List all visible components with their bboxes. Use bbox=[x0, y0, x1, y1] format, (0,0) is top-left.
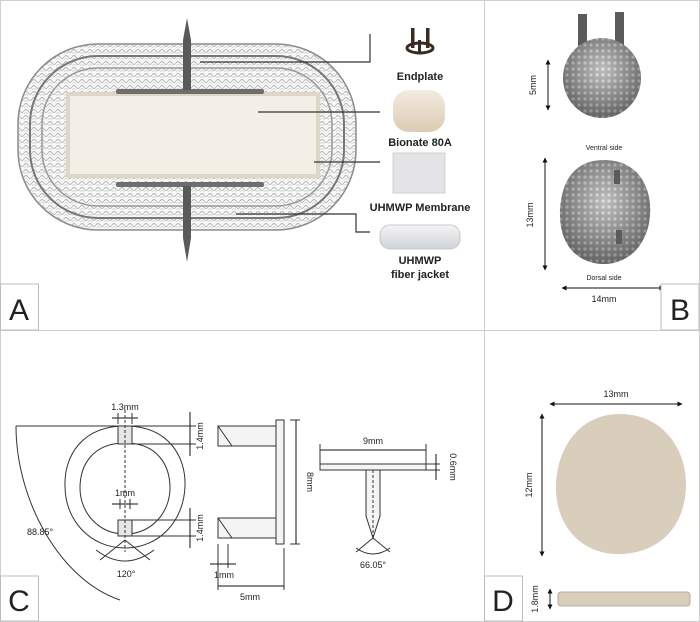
bottom-spike bbox=[183, 186, 191, 262]
panel-a: Endplate Bionate 80A UHMWP Membrane UHMW… bbox=[0, 18, 471, 331]
bionate-core bbox=[70, 96, 316, 174]
panel-b: 5mm Ventral side 13mm Dorsal side 14mm B bbox=[525, 12, 700, 331]
jacket-leader bbox=[236, 213, 370, 233]
label-bionate: Bionate 80A bbox=[388, 137, 452, 149]
panel-a-letter: A bbox=[9, 294, 29, 327]
panel-c-labels: 1.3mm 1.4mm 1mm 1.4mm 88.85° 120° 8mm 1m… bbox=[0, 402, 458, 622]
dim-side-thickness: 1mm bbox=[214, 570, 234, 580]
dim-center-width: 1mm bbox=[115, 488, 135, 498]
dim-d-height: 12mm bbox=[524, 472, 534, 497]
panel-b-letter-box bbox=[660, 283, 700, 331]
dim-side-height: 8mm bbox=[305, 472, 315, 492]
panel-c-frame bbox=[0, 330, 485, 622]
dim-bottom-angle: 120° bbox=[117, 569, 136, 579]
panel-c-letter-box bbox=[0, 575, 39, 622]
panel-d-letter-box bbox=[484, 575, 523, 622]
membrane-sample-icon bbox=[392, 152, 446, 194]
bionate-side-bar bbox=[557, 591, 691, 607]
dim-slot-height-bottom: 1.4mm bbox=[195, 514, 205, 542]
panel-b-letter: B bbox=[670, 294, 690, 327]
label-jacket-line2: fiber jacket bbox=[391, 269, 449, 281]
ventral-side-label: Ventral side bbox=[586, 145, 623, 152]
dim-d-width: 13mm bbox=[603, 389, 628, 399]
panel-c-letter: C bbox=[8, 585, 30, 618]
jacket-sample-icon bbox=[379, 224, 461, 250]
bionate-sample-icon bbox=[393, 90, 445, 132]
side-view-top-arm bbox=[217, 425, 276, 447]
dim-width: 14mm bbox=[591, 294, 616, 304]
label-endplate: Endplate bbox=[397, 71, 443, 83]
pin-shaft bbox=[365, 469, 381, 540]
top-endplate-bar bbox=[116, 89, 264, 94]
outer-angle-arc bbox=[15, 425, 121, 601]
bionate-top-shape bbox=[556, 414, 686, 555]
bottom-endplate-bar bbox=[116, 182, 264, 187]
bottom-angle-arc bbox=[95, 549, 155, 562]
dim-outer-angle: 88.85° bbox=[27, 527, 54, 537]
pin-plate bbox=[319, 463, 427, 471]
dorsal-side-label: Dorsal side bbox=[586, 275, 621, 282]
dim-pin-plate-thickness: 0.6mm bbox=[448, 453, 458, 481]
top-spike bbox=[183, 18, 191, 90]
endplate-leader bbox=[200, 34, 371, 63]
dim-pin-tip-angle: 66.05° bbox=[360, 560, 387, 570]
pin-tip-arc bbox=[355, 547, 391, 555]
dim-d-thickness: 1.8mm bbox=[530, 585, 540, 613]
panel-c bbox=[15, 410, 440, 601]
dim-slot-width: 1.3mm bbox=[111, 402, 139, 412]
implant-top-view bbox=[560, 160, 651, 264]
label-jacket-line1: UHMWP bbox=[399, 255, 442, 267]
dim-bottom-height: 13mm bbox=[525, 202, 535, 227]
dim-slot-height-top: 1.4mm bbox=[195, 422, 205, 450]
dim-top-height: 5mm bbox=[528, 75, 538, 95]
implant-side-view bbox=[563, 12, 641, 118]
side-view-plate bbox=[275, 419, 285, 545]
dim-pin-plate-width: 9mm bbox=[363, 436, 383, 446]
panel-d-letter: D bbox=[492, 585, 514, 618]
dim-side-width: 5mm bbox=[240, 592, 260, 602]
label-membrane: UHMWP Membrane bbox=[370, 202, 471, 214]
side-view-bottom-arm bbox=[217, 517, 276, 539]
panel-d: 13mm 12mm 1.8mm D bbox=[484, 389, 691, 622]
panel-a-letter-box bbox=[0, 283, 39, 331]
endplate-icon bbox=[405, 28, 435, 55]
